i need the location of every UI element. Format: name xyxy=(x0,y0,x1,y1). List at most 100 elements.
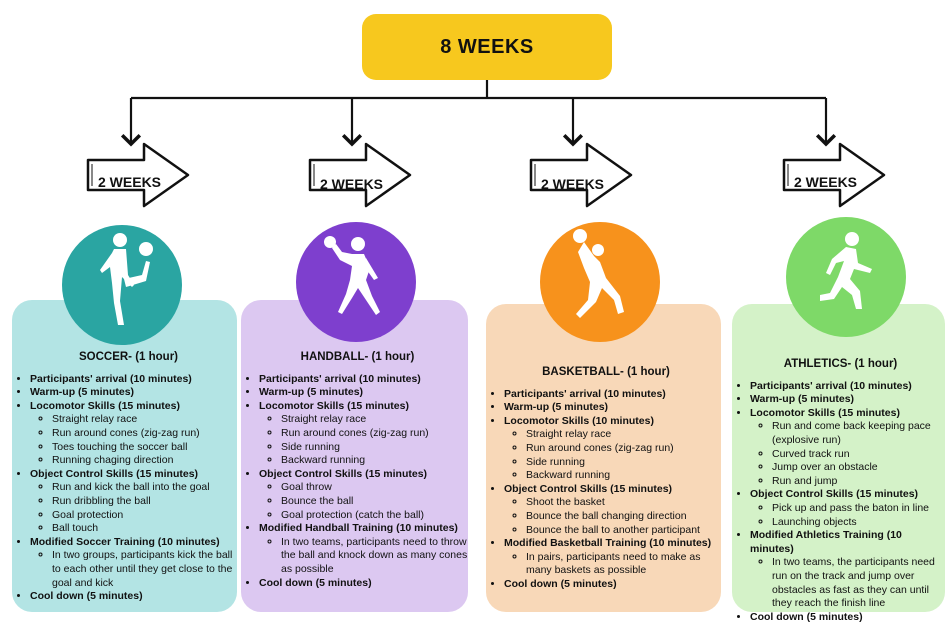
sub-list: Run and come back keeping pace (explosiv… xyxy=(750,420,945,488)
list-item-label: Cool down (5 minutes) xyxy=(750,610,863,623)
list-item: Modified Handball Training (10 minutes)I… xyxy=(259,522,470,576)
sub-list-item: Run around cones (zig-zag run) xyxy=(52,427,241,441)
list-item-label: Object Control Skills (15 minutes) xyxy=(750,488,919,501)
soccer-title: SOCCER- (1 hour) xyxy=(78,351,179,363)
sub-list-item: Straight relay race xyxy=(281,413,470,427)
list-item-label: Locomotor Skills (15 minutes) xyxy=(30,399,180,412)
sub-list-item: Launching objects xyxy=(772,516,945,530)
basketball-card-content: BASKETBALL- (1 hour) Participants' arriv… xyxy=(490,366,722,592)
sub-list: Goal throwBounce the ballGoal protection… xyxy=(259,481,470,522)
list-item: Modified Soccer Training (10 minutes)In … xyxy=(30,536,241,590)
arrow-2 xyxy=(308,142,412,208)
athletics-circle xyxy=(786,217,906,337)
list-item: Object Control Skills (15 minutes)Run an… xyxy=(30,468,241,536)
handball-card xyxy=(241,300,468,612)
list-item-label: Locomotor Skills (15 minutes) xyxy=(750,406,900,419)
sub-list: In two teams, the participants need run … xyxy=(750,556,945,610)
sub-list-item: Bounce the ball xyxy=(281,495,470,509)
basketball-circle xyxy=(540,222,660,342)
sub-list-item: Shoot the basket xyxy=(526,496,722,510)
sub-list-item: Run and kick the ball into the goal xyxy=(52,481,241,495)
sub-list-item: Backward running xyxy=(281,454,470,468)
list-item-label: Modified Athletics Training (10 minutes) xyxy=(750,529,902,555)
duration-label-4: 2 WEEKS xyxy=(794,174,858,190)
basketball-player-icon xyxy=(573,229,624,318)
header-title: 8 WEEKS xyxy=(440,35,534,58)
sub-list: Shoot the basketBounce the ball changing… xyxy=(504,496,722,537)
sub-list-item: Goal throw xyxy=(281,481,470,495)
arrow-3 xyxy=(529,142,633,208)
sub-list: Pick up and pass the baton in lineLaunch… xyxy=(750,502,945,529)
duration-label-3: 2 WEEKS xyxy=(541,176,605,192)
list-item-label: Participants' arrival (10 minutes) xyxy=(750,379,912,392)
list-item: Object Control Skills (15 minutes)Goal t… xyxy=(259,468,470,522)
arrow-4 xyxy=(782,142,886,208)
list-item-label: Locomotor Skills (15 minutes) xyxy=(259,399,409,412)
sub-list-item: Jump over an obstacle xyxy=(772,461,945,475)
sub-list-item: Straight relay race xyxy=(52,413,241,427)
list-item: Participants' arrival (10 minutes) xyxy=(259,373,470,387)
sub-list-item: Goal protection xyxy=(52,509,241,523)
list-item-label: Participants' arrival (10 minutes) xyxy=(504,387,666,400)
list-item-label: Locomotor Skills (10 minutes) xyxy=(504,414,654,427)
handball-list: Participants' arrival (10 minutes)Warm-u… xyxy=(245,373,470,591)
sub-list-item: Toes touching the soccer ball xyxy=(52,441,241,455)
list-item-label: Object Control Skills (15 minutes) xyxy=(504,482,673,495)
sub-list-item: Bounce the ball changing direction xyxy=(526,510,722,524)
athletics-card-content: ATHLETICS- (1 hour) Participants' arriva… xyxy=(736,358,945,624)
sub-list-item: Run and come back keeping pace (explosiv… xyxy=(772,420,945,447)
duration-label-2: 2 WEEKS xyxy=(320,176,384,192)
list-item-label: Object Control Skills (15 minutes) xyxy=(30,467,199,480)
list-item: Warm-up (5 minutes) xyxy=(30,386,241,400)
sub-list-item: Goal protection (catch the ball) xyxy=(281,509,470,523)
basketball-title: BASKETBALL- (1 hour) xyxy=(542,366,670,378)
list-item: Participants' arrival (10 minutes) xyxy=(750,380,945,394)
list-item-label: Modified Basketball Training (10 minutes… xyxy=(504,537,712,550)
list-item-label: Warm-up (5 minutes) xyxy=(750,393,855,406)
handball-player-icon xyxy=(324,236,380,315)
athletics-card xyxy=(732,304,945,612)
athletics-list: Participants' arrival (10 minutes)Warm-u… xyxy=(736,380,945,624)
sub-list: Run and kick the ball into the goalRun d… xyxy=(30,481,241,535)
list-item: Cool down (5 minutes) xyxy=(259,577,470,591)
list-item-label: Warm-up (5 minutes) xyxy=(259,386,364,399)
list-item: Cool down (5 minutes) xyxy=(750,611,945,624)
soccer-card-content: SOCCER- (1 hour) Participants' arrival (… xyxy=(16,351,241,604)
list-item-label: Participants' arrival (10 minutes) xyxy=(30,372,192,385)
sub-list-item: Pick up and pass the baton in line xyxy=(772,502,945,516)
sub-list: In two teams, participants need to throw… xyxy=(259,536,470,577)
soccer-player-icon xyxy=(100,233,153,325)
sub-list-item: Straight relay race xyxy=(526,428,722,442)
list-item: Modified Athletics Training (10 minutes)… xyxy=(750,529,945,611)
sub-list: Straight relay raceRun around cones (zig… xyxy=(30,413,241,467)
list-item: Cool down (5 minutes) xyxy=(504,578,722,592)
sub-list-item: Side running xyxy=(526,456,722,470)
soccer-circle xyxy=(62,225,182,345)
list-item: Cool down (5 minutes) xyxy=(30,590,241,604)
basketball-list: Participants' arrival (10 minutes)Warm-u… xyxy=(490,388,722,592)
sub-list-item: Run around cones (zig-zag run) xyxy=(526,442,722,456)
arrow-1 xyxy=(86,142,190,208)
handball-circle xyxy=(296,222,416,342)
sub-list: Straight relay raceRun around cones (zig… xyxy=(504,428,722,482)
list-item-label: Warm-up (5 minutes) xyxy=(504,401,609,414)
list-item-label: Participants' arrival (10 minutes) xyxy=(259,372,421,385)
duration-label-1: 2 WEEKS xyxy=(98,174,162,190)
list-item: Locomotor Skills (10 minutes)Straight re… xyxy=(504,415,722,483)
soccer-list: Participants' arrival (10 minutes)Warm-u… xyxy=(16,373,241,604)
duration-header: 8 WEEKS xyxy=(362,14,612,80)
basketball-card xyxy=(486,304,721,612)
athletics-title: ATHLETICS- (1 hour) xyxy=(783,358,898,370)
sub-list-item: Run dribbling the ball xyxy=(52,495,241,509)
list-item-label: Modified Handball Training (10 minutes) xyxy=(259,522,458,535)
sub-list-item: Run and jump xyxy=(772,475,945,489)
list-item: Participants' arrival (10 minutes) xyxy=(30,373,241,387)
sub-list-item: Bounce the ball to another participant xyxy=(526,524,722,538)
handball-title: HANDBALL- (1 hour) xyxy=(300,351,415,363)
sub-list-item: In pairs, participants need to make as m… xyxy=(526,551,722,578)
list-item: Locomotor Skills (15 minutes)Straight re… xyxy=(259,400,470,468)
list-item-label: Object Control Skills (15 minutes) xyxy=(259,467,428,480)
list-item: Participants' arrival (10 minutes) xyxy=(504,388,722,402)
sub-list: Straight relay raceRun around cones (zig… xyxy=(259,413,470,467)
